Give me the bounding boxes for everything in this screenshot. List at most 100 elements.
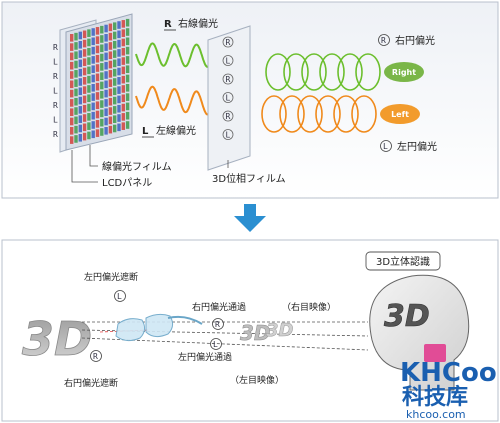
lcd-pixel bbox=[113, 40, 117, 49]
watermark: KHCoo 科技库 khcoo.com bbox=[400, 344, 497, 421]
right-block-icon bbox=[90, 350, 102, 362]
lcd-pixel bbox=[70, 136, 74, 144]
lcd-pixel bbox=[78, 78, 82, 86]
lcd-pixel bbox=[95, 92, 100, 100]
lcd-pixel bbox=[82, 67, 87, 76]
lcd-pixel bbox=[117, 21, 121, 29]
lcd-pixel bbox=[87, 57, 91, 65]
lcd-pixel bbox=[91, 28, 95, 36]
lcd-pixel bbox=[104, 71, 108, 79]
left-pass-label: 左円偏光通過 bbox=[178, 351, 232, 363]
lcd-pixel bbox=[100, 118, 104, 127]
lcd-pixel bbox=[125, 37, 130, 46]
lcd-panel-label: LCDパネル bbox=[102, 177, 152, 189]
bottom-panel: 3D L R R L 3D 3D 左円偏光遮断 右円偏光遮断 右円偏光通過 （右… bbox=[1, 239, 499, 422]
lcd-pixel bbox=[104, 117, 108, 126]
row-label: L bbox=[53, 58, 58, 67]
lcd-pixel bbox=[70, 52, 74, 61]
lcd-pixel bbox=[74, 88, 78, 97]
lcd-pixel bbox=[91, 83, 95, 92]
row-label: L bbox=[53, 87, 58, 96]
retarder-rotation-letter: L bbox=[226, 131, 231, 140]
lcd-pixel bbox=[87, 113, 91, 121]
right-image-label: （右目映像） bbox=[282, 301, 336, 313]
left-ball bbox=[380, 104, 420, 124]
lcd-pixel bbox=[108, 51, 113, 60]
lcd-pixel bbox=[70, 80, 74, 89]
lcd-pixel bbox=[74, 97, 78, 106]
lcd-pixel bbox=[121, 57, 125, 65]
polarizer-leader bbox=[89, 145, 98, 167]
lcd-pixel bbox=[108, 79, 113, 87]
left-ball-label: Left bbox=[391, 110, 409, 119]
right-ball-label: Right bbox=[392, 68, 416, 77]
lcd-pixel bbox=[117, 49, 121, 57]
left-pass-icon bbox=[210, 338, 222, 350]
lcd-pixel bbox=[78, 96, 82, 105]
right-linear-label: 右線偏光 bbox=[178, 17, 218, 30]
lcd-pixel bbox=[117, 39, 121, 48]
lcd-pixel bbox=[100, 53, 104, 62]
helix-coil bbox=[333, 95, 359, 133]
lcd-pixel bbox=[104, 89, 108, 98]
lcd-pixel bbox=[125, 18, 130, 27]
brain-3d-text: 3D bbox=[384, 299, 430, 334]
left-linear-prefix: L bbox=[142, 126, 149, 137]
helix-coil bbox=[319, 53, 345, 91]
right-ball bbox=[384, 62, 424, 82]
lcd-pixel bbox=[121, 103, 125, 112]
lcd-pixel bbox=[87, 38, 91, 47]
lcd-pixel bbox=[78, 68, 82, 77]
lcd-pixel bbox=[100, 63, 104, 71]
lcd-pixel bbox=[108, 125, 113, 134]
lcd-pixel bbox=[117, 67, 121, 76]
lcd-pixel bbox=[87, 29, 91, 37]
lcd-pixel bbox=[91, 65, 95, 73]
lcd-pixel bbox=[121, 66, 125, 75]
glasses-temple bbox=[167, 315, 203, 325]
lcd-pixel bbox=[87, 103, 91, 112]
lcd-pixel bbox=[113, 50, 117, 58]
lcd-pixel bbox=[121, 75, 125, 84]
lcd-pixel bbox=[125, 46, 130, 55]
lcd-pixel bbox=[91, 37, 95, 46]
lcd-pixel bbox=[87, 47, 91, 56]
glasses-lens-right bbox=[145, 313, 174, 338]
row-label: R bbox=[53, 130, 58, 139]
lcd-pixel bbox=[82, 58, 87, 67]
lcd-pixel bbox=[113, 22, 117, 30]
lcd-pixel bbox=[91, 93, 95, 101]
lcd-pixel bbox=[74, 60, 78, 69]
lcd-pixel bbox=[70, 34, 74, 42]
watermark-logo: KHCoo bbox=[400, 358, 497, 388]
left-block-icon-letter: L bbox=[117, 292, 122, 301]
helix-coil bbox=[261, 95, 287, 133]
lcd-pixel bbox=[113, 87, 117, 96]
lcd-pixel bbox=[70, 61, 74, 70]
lcd-pixel bbox=[104, 80, 108, 89]
lcd-pixel bbox=[91, 56, 95, 64]
left-block-label: 左円偏光遮断 bbox=[84, 271, 138, 283]
helix-coil bbox=[355, 53, 381, 91]
lcd-pixel bbox=[87, 94, 91, 103]
helix-coil bbox=[297, 95, 323, 133]
lcd-pixel bbox=[91, 130, 95, 139]
lcd-pixel bbox=[91, 121, 95, 129]
stereo-label-box bbox=[365, 251, 441, 271]
lcd-pixel bbox=[70, 89, 74, 98]
lcd-pixel bbox=[113, 124, 117, 133]
lcd-pixel bbox=[82, 132, 87, 141]
retarder-rotation-icon bbox=[222, 92, 234, 103]
lcd-pixel bbox=[95, 101, 100, 110]
lcd-pixel bbox=[78, 106, 82, 114]
retarder-rotation-letter: R bbox=[226, 38, 231, 47]
lcd-pixel bbox=[108, 42, 113, 50]
lcd-pixel bbox=[117, 95, 121, 104]
lcd-pixel bbox=[95, 36, 100, 44]
lcd-pixel bbox=[117, 77, 121, 85]
lcd-pixel bbox=[91, 102, 95, 111]
lcd-pixel bbox=[74, 107, 78, 115]
lcd-pixel bbox=[74, 32, 78, 41]
